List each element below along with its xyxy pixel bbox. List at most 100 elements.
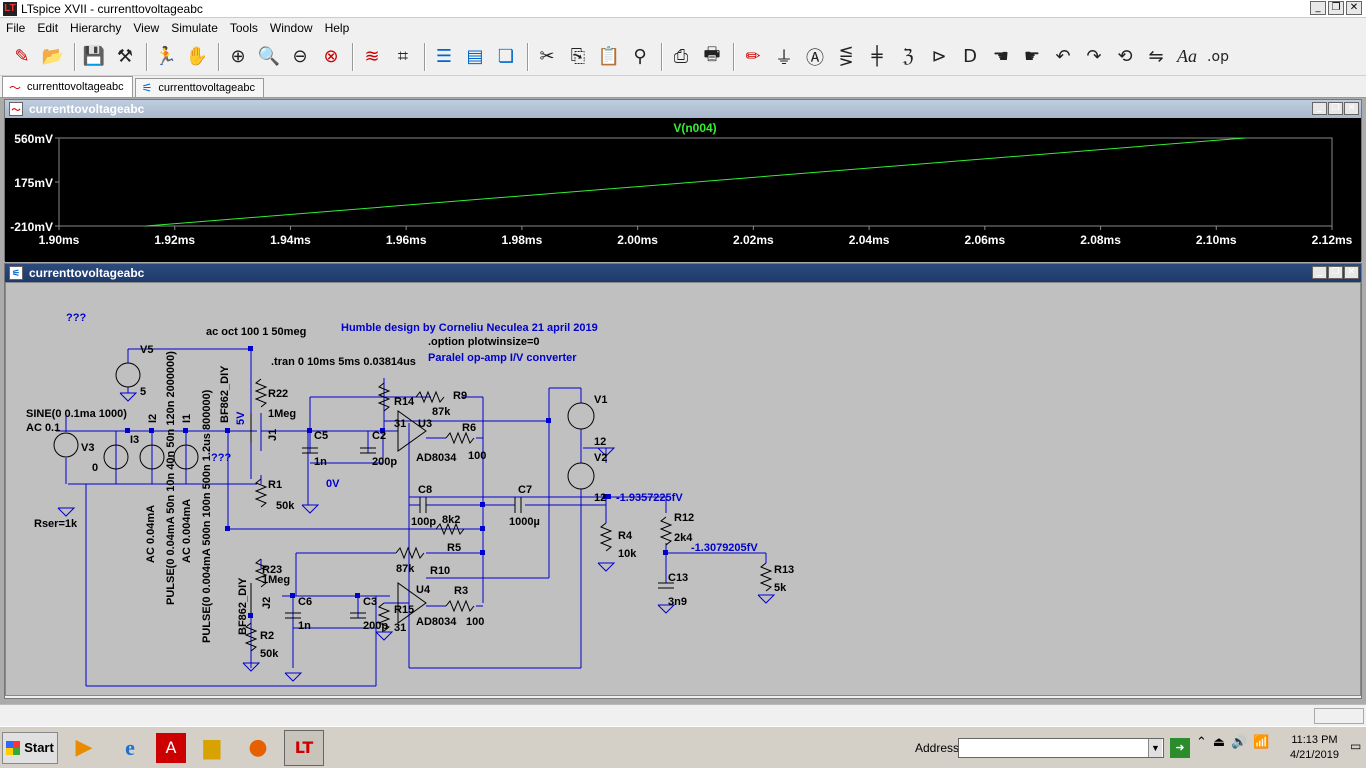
menu-file[interactable]: File: [6, 21, 26, 35]
ltspice-taskbar-icon[interactable]: LT: [284, 729, 324, 766]
capacitor-icon[interactable]: ╪: [871, 46, 883, 67]
v5-label: V5: [140, 344, 153, 356]
toolbar-separator: [352, 42, 354, 71]
save-icon[interactable]: 💾: [82, 46, 106, 67]
mirror-icon[interactable]: ⇋: [1148, 46, 1164, 67]
u4-value: AD8034: [416, 616, 457, 628]
address-input[interactable]: [958, 738, 1164, 758]
close-button[interactable]: ✕: [1344, 266, 1359, 279]
sine-source-label: SINE(0 0.1ma 1000): [26, 408, 127, 420]
inductor-icon[interactable]: ℨ: [902, 46, 914, 67]
copy-icon[interactable]: ⎘: [570, 46, 586, 67]
zoom-fit-icon[interactable]: ⊗: [323, 46, 339, 67]
print-icon[interactable]: 🖶: [703, 43, 721, 65]
ground-icon[interactable]: ⏚: [775, 47, 793, 69]
volume-icon[interactable]: 🔊: [1231, 735, 1248, 750]
component-icon[interactable]: ᗞ: [963, 46, 977, 67]
move-icon[interactable]: ☚: [992, 46, 1010, 67]
menu-hierarchy[interactable]: Hierarchy: [70, 21, 122, 35]
c13-value: 3n9: [668, 596, 687, 608]
menu-tools[interactable]: Tools: [229, 21, 258, 35]
schematic-icon[interactable]: ✎: [14, 46, 30, 67]
minimize-button[interactable]: _: [1312, 102, 1327, 115]
x-tick-label: 2.00ms: [617, 233, 658, 247]
waveform-window-title: currenttovoltageabc: [29, 102, 145, 116]
notification-icon[interactable]: ▭: [1350, 739, 1362, 753]
diode-icon[interactable]: ⊳: [931, 46, 947, 67]
firefox-icon[interactable]: ●: [248, 735, 268, 760]
autorange-icon[interactable]: ≋: [364, 46, 380, 67]
zoom-in-icon[interactable]: ⊕: [230, 46, 246, 67]
media-player-icon[interactable]: ▶: [75, 735, 93, 760]
run-icon[interactable]: 🏃: [154, 46, 178, 67]
cut-icon[interactable]: ✂: [539, 46, 555, 67]
acrobat-icon[interactable]: A: [156, 732, 186, 763]
rotate-icon[interactable]: ⟲: [1117, 46, 1133, 67]
close-button[interactable]: ✕: [1346, 1, 1362, 15]
zoom-out-icon[interactable]: ⊖: [292, 46, 308, 67]
open-icon[interactable]: 📂: [41, 46, 65, 67]
halt-icon[interactable]: ✋: [185, 46, 209, 67]
tab-waveform[interactable]: 〜 currenttovoltageabc: [2, 76, 133, 97]
r5-value: 8k2: [442, 514, 460, 526]
toolbar-separator: [218, 42, 220, 71]
tile-horizontal-icon[interactable]: ☰: [435, 46, 453, 67]
r14-value: 31: [394, 418, 406, 430]
document-tabs: 〜 currenttovoltageabc ⚟ currenttovoltage…: [0, 76, 1366, 98]
menu-window[interactable]: Window: [269, 21, 313, 35]
trace-line[interactable]: [145, 137, 1246, 227]
c13-label: C13: [668, 572, 688, 584]
spice-directive-icon[interactable]: .op: [1207, 48, 1229, 65]
tab-schematic[interactable]: ⚟ currenttovoltageabc: [134, 78, 265, 97]
restore-button[interactable]: ❐: [1328, 102, 1343, 115]
y-tick-label: 175mV: [14, 176, 53, 190]
schematic-drawing[interactable]: ??? ??? Humble design by Corneliu Necule…: [6, 283, 1362, 695]
r1-value: 50k: [276, 500, 295, 512]
chevron-down-icon[interactable]: ▼: [1148, 739, 1162, 757]
trace-label[interactable]: V(n004): [673, 121, 716, 135]
schematic-canvas[interactable]: ??? ??? Humble design by Corneliu Necule…: [5, 282, 1361, 696]
menu-view[interactable]: View: [133, 21, 160, 35]
tray-expand-icon[interactable]: ⌃: [1196, 735, 1207, 750]
menu-simulate[interactable]: Simulate: [171, 21, 218, 35]
rser-label: Rser=1k: [34, 518, 78, 530]
tile-vertical-icon[interactable]: ▤: [466, 46, 484, 67]
system-clock[interactable]: 11:13 PM 4/21/2019: [1290, 733, 1339, 763]
close-button[interactable]: ✕: [1344, 102, 1359, 115]
undo-icon[interactable]: ↶: [1055, 46, 1071, 67]
restore-button[interactable]: ❐: [1328, 266, 1343, 279]
cascade-icon[interactable]: ❏: [497, 46, 515, 67]
r3-value: 100: [466, 616, 484, 628]
drag-icon[interactable]: ☛: [1023, 46, 1041, 67]
redo-icon[interactable]: ↷: [1086, 46, 1102, 67]
j2-label: J2: [261, 597, 273, 609]
start-button[interactable]: Start: [2, 731, 58, 764]
c5-value: 1n: [314, 456, 327, 468]
menu-help[interactable]: Help: [324, 21, 350, 35]
i2-pulse: PULSE(0 0.04mA 50n 10n 40n 50n 120n 2000…: [165, 351, 177, 605]
r14-label: R14: [394, 396, 415, 408]
file-explorer-icon[interactable]: ▆: [203, 735, 221, 760]
zoom-pan-icon[interactable]: 🔍: [257, 46, 281, 67]
i1-ac: AC 0.004mA: [181, 499, 193, 563]
find-icon[interactable]: ⚲: [633, 46, 647, 67]
print-setup-icon[interactable]: ⎙: [673, 46, 689, 67]
go-arrow-icon[interactable]: ➜: [1170, 738, 1190, 758]
text-icon[interactable]: Aa: [1177, 46, 1197, 66]
restore-button[interactable]: ❐: [1328, 1, 1344, 15]
control-panel-icon[interactable]: ⚒: [116, 46, 134, 67]
i3-label: I3: [130, 434, 139, 446]
paste-icon[interactable]: 📋: [597, 46, 621, 67]
label-icon[interactable]: Ⓐ: [806, 47, 824, 69]
internet-explorer-icon[interactable]: e: [125, 734, 135, 760]
minimize-button[interactable]: _: [1312, 266, 1327, 279]
minimize-button[interactable]: _: [1310, 1, 1326, 15]
resistor-icon[interactable]: ⋚: [838, 46, 854, 67]
menu-edit[interactable]: Edit: [37, 21, 59, 35]
usb-icon[interactable]: ⏏: [1212, 735, 1226, 750]
pencil-icon[interactable]: ✏: [745, 46, 761, 67]
grid-icon[interactable]: ⌗: [397, 46, 409, 67]
network-icon[interactable]: 📶: [1253, 735, 1270, 750]
